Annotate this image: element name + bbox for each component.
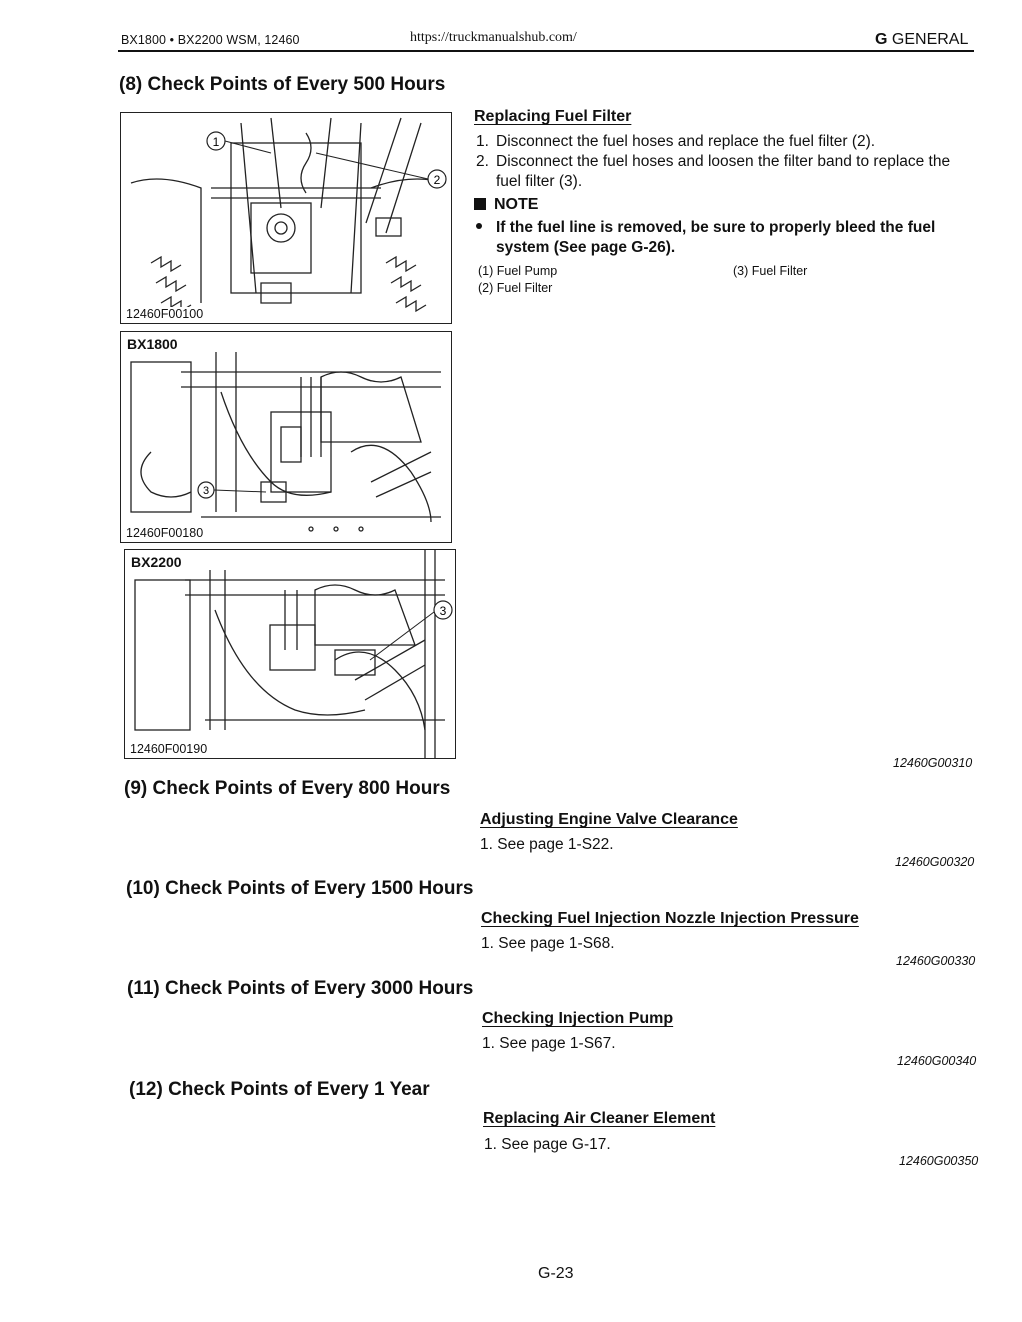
- note-text: If the fuel line is removed, be sure to …: [496, 219, 936, 256]
- figure-bx2200-fuel-filter: 3 BX2200 12460F00190: [124, 549, 456, 759]
- bx2200-engine-illustration: 3: [134, 550, 453, 758]
- header-chapter: G GENERAL: [875, 31, 968, 49]
- callout-1: 1: [213, 135, 220, 149]
- fuel-pump-illustration: 1 2: [130, 117, 447, 313]
- section-9-code: 12460G00320: [895, 855, 975, 869]
- figure-3-label: BX2200: [128, 554, 185, 570]
- section-10-code: 12460G00330: [896, 954, 976, 968]
- figure-bx1800-fuel-filter: 3 BX1800 12460F00180: [120, 331, 452, 543]
- air-cleaner-heading: Replacing Air Cleaner Element: [483, 1110, 716, 1127]
- figure-2-label: BX1800: [124, 336, 181, 352]
- replacing-fuel-filter-heading: Replacing Fuel Filter: [474, 108, 632, 125]
- legend-item-2: (2) Fuel Filter: [478, 281, 553, 295]
- header-doc-info: BX1800 • BX2200 WSM, 12460: [121, 33, 300, 47]
- note-heading: NOTE: [474, 196, 538, 214]
- legend-item-1: (1) Fuel Pump: [478, 264, 558, 278]
- section-12-title: (12) Check Points of Every 1 Year: [129, 1079, 430, 1100]
- figure-1-code: 12460F00100: [124, 307, 206, 321]
- section-11-code: 12460G00340: [897, 1054, 977, 1068]
- header-url: https://truckmanualshub.com/: [410, 30, 577, 45]
- step-item: 2. Disconnect the fuel hoses and loosen t…: [476, 152, 976, 192]
- injection-pressure-heading: Checking Fuel Injection Nozzle Injection…: [481, 910, 859, 927]
- bullet-icon: [476, 223, 482, 229]
- figure-2-code: 12460F00180: [124, 526, 206, 540]
- step-number: 2.: [476, 153, 489, 170]
- chapter-name: GENERAL: [891, 31, 969, 48]
- fuel-filter-steps: 1. Disconnect the fuel hoses and replace …: [476, 132, 976, 192]
- valve-clearance-heading: Adjusting Engine Valve Clearance: [480, 811, 738, 828]
- section-10-title: (10) Check Points of Every 1500 Hours: [126, 878, 474, 899]
- step-item: 1. Disconnect the fuel hoses and replace …: [476, 132, 976, 152]
- figure-3-code: 12460F00190: [128, 742, 210, 756]
- page-number: G-23: [538, 1265, 574, 1282]
- figure-fuel-pump-area: 1 2 12460F00100: [120, 112, 452, 324]
- section-8-title: (8) Check Points of Every 500 Hours: [119, 74, 446, 95]
- callout-3b: 3: [440, 604, 447, 618]
- step-text: Disconnect the fuel hoses and replace th…: [496, 133, 876, 150]
- section-9-title: (9) Check Points of Every 800 Hours: [124, 778, 451, 799]
- bx1800-engine-illustration: 3: [130, 352, 441, 532]
- section-12-code: 12460G00350: [899, 1154, 979, 1168]
- injection-pump-heading: Checking Injection Pump: [482, 1010, 674, 1027]
- note-body: If the fuel line is removed, be sure to …: [476, 218, 976, 258]
- callout-2: 2: [434, 173, 441, 187]
- injection-pressure-step: 1. See page 1-S68.: [481, 935, 615, 952]
- injection-pump-step: 1. See page 1-S67.: [482, 1035, 616, 1052]
- chapter-letter: G: [875, 31, 888, 48]
- note-square-icon: [474, 198, 486, 210]
- legend-item-3: (3) Fuel Filter: [733, 264, 808, 278]
- step-number: 1.: [476, 133, 489, 150]
- header-rule: [118, 50, 974, 52]
- section-11-title: (11) Check Points of Every 3000 Hours: [127, 978, 474, 999]
- valve-clearance-step: 1. See page 1-S22.: [480, 836, 614, 853]
- section-8-code: 12460G00310: [893, 756, 973, 770]
- note-label: NOTE: [494, 196, 539, 213]
- air-cleaner-step: 1. See page G-17.: [484, 1136, 611, 1153]
- step-text: Disconnect the fuel hoses and loosen the…: [496, 153, 951, 190]
- callout-3b-circle: [433, 600, 453, 620]
- callout-3a: 3: [203, 485, 209, 497]
